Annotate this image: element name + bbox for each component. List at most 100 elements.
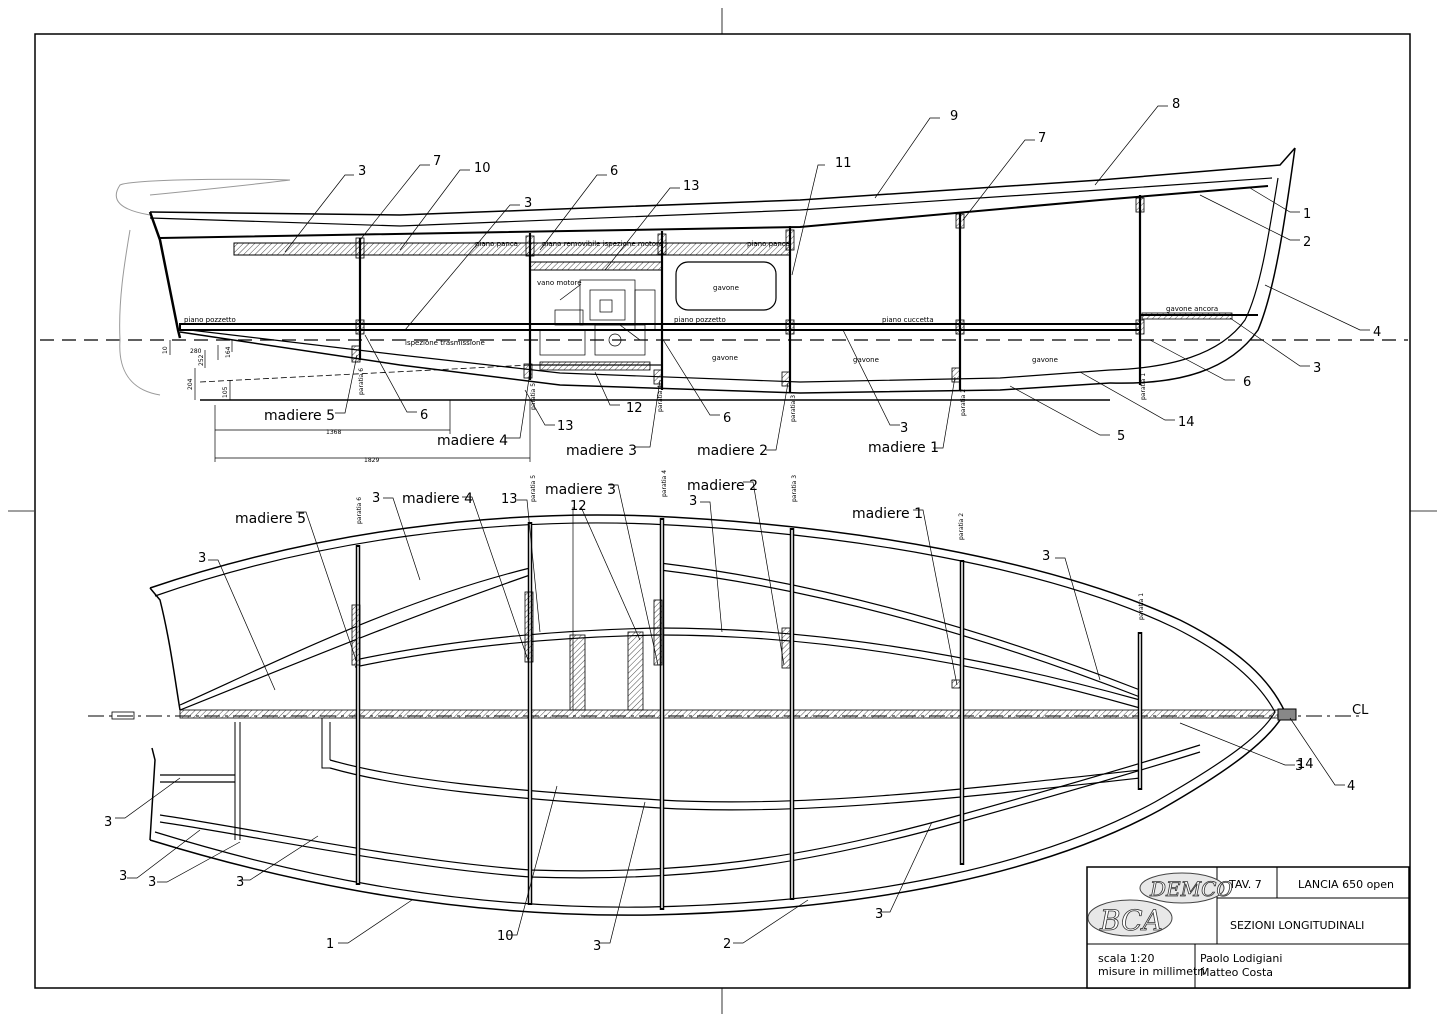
callout-p-3d: 3: [900, 421, 908, 436]
plan-stringers: [159, 562, 1201, 879]
dim-164: 164: [225, 346, 232, 358]
plan-paratia-6: paratia 6: [356, 497, 363, 524]
plan-bulkheads-inner: [357, 520, 1141, 908]
logo-bca: BCA: [1099, 904, 1163, 937]
callout-p-4: 4: [1373, 325, 1381, 340]
callout-q-3b: 3: [372, 491, 380, 506]
sheer-line: [149, 147, 1296, 216]
plan-paratia-4: paratia 4: [661, 470, 668, 497]
label-paratia-1: paratia 1: [1140, 373, 1147, 400]
plan-paratia-1: paratia 1: [1138, 593, 1145, 620]
label-piano-removibile: piano removibile ispezione motore: [542, 240, 663, 248]
callout-q-13: 13: [501, 492, 518, 507]
callout-q-3f: 3: [104, 815, 112, 830]
dim-105: 105: [222, 386, 229, 398]
label-paratia-5: paratia 5: [530, 383, 537, 410]
scale-text: scala 1:20: [1098, 952, 1155, 965]
label-piano-pozzetto-1: piano pozzetto: [184, 316, 236, 324]
prop-shaft: [199, 364, 531, 383]
plan-madiere-5: madiere 5: [235, 511, 306, 527]
callout-q-3d: 3: [1042, 549, 1050, 564]
dimension-lines: [169, 340, 531, 462]
callout-p-6c: 6: [723, 411, 731, 426]
dim-252: 252: [198, 354, 205, 366]
callout-p-11: 11: [835, 156, 852, 171]
bca-demco-logo: DEMCO BCA: [1087, 872, 1233, 937]
piano-pozzetto-deck: [179, 323, 1141, 331]
label-gavone-ancora: gavone ancora: [1166, 305, 1218, 313]
label-piano-cuccetta: piano cuccetta: [882, 316, 934, 324]
callout-q-4: 4: [1347, 779, 1355, 794]
label-gavone-1: gavone: [712, 354, 738, 362]
plan-madiere-3: madiere 3: [545, 482, 616, 498]
callout-p-7a: 7: [433, 154, 441, 169]
centerline-label: CL: [1352, 703, 1369, 718]
sheet-number: TAV. 7: [1228, 878, 1262, 891]
label-madiere-4: madiere 4: [437, 433, 508, 449]
label-madiere-3: madiere 3: [566, 443, 637, 459]
label-piano-panca-1: piano panca: [475, 240, 518, 248]
callout-q-3g: 3: [119, 869, 127, 884]
plan-transom: [149, 587, 181, 841]
dim-1829: 1829: [364, 457, 379, 464]
outboard-ghost: [115, 178, 291, 396]
plan-paratia-2: paratia 2: [958, 513, 965, 540]
keel-line-inner: [189, 329, 1111, 383]
label-gavone-2: gavone: [853, 356, 879, 364]
callout-q-3i: 3: [236, 875, 244, 890]
callout-p-13b: 13: [557, 419, 574, 434]
callout-p-3c: 3: [1313, 361, 1321, 376]
callout-q-3k: 3: [875, 907, 883, 922]
bow-stem: [1109, 147, 1296, 384]
clamp-strip: [159, 185, 1269, 239]
profile-view: piano panca piano removibile ispezione m…: [40, 97, 1408, 464]
label-gavone-3: gavone: [1032, 356, 1058, 364]
bulkhead-clamps: [351, 197, 1145, 387]
profile-leaders: [284, 105, 1370, 451]
callout-p-13a: 13: [683, 179, 700, 194]
keel-line: [179, 331, 1111, 394]
label-ispezione: ispezione trasmissione: [405, 339, 485, 347]
label-paratia-6: paratia 6: [358, 368, 365, 395]
plan-keel: [179, 709, 1281, 719]
label-madiere-1: madiere 1: [868, 440, 939, 456]
callout-p-9: 9: [950, 109, 958, 124]
engine-hatch: [529, 261, 663, 271]
callout-p-6d: 6: [420, 408, 428, 423]
bow-stem-inner: [1109, 177, 1279, 371]
gavone-ancora-shelf: [1141, 312, 1233, 320]
callout-q-2: 2: [723, 937, 731, 952]
callout-p-8: 8: [1172, 97, 1180, 112]
units-text: misure in millimetri: [1098, 965, 1205, 978]
label-madiere-5: madiere 5: [264, 408, 335, 424]
callout-q-3c: 3: [689, 494, 697, 509]
plan-stem-block: [1277, 708, 1297, 721]
plan-paratia-5: paratia 5: [530, 475, 537, 502]
callout-q-3h: 3: [148, 875, 156, 890]
plan-inner-frame: [234, 718, 331, 840]
plan-view: CL: [88, 470, 1369, 954]
plan-leaders: [115, 481, 1345, 944]
drawing-border: [34, 33, 1411, 989]
transom: [148, 211, 182, 339]
callout-p-1: 1: [1303, 207, 1311, 222]
label-gavone-top: gavone: [713, 284, 739, 292]
callout-q-3a: 3: [198, 551, 206, 566]
callout-p-6b: 6: [1243, 375, 1251, 390]
engine-room: [529, 254, 663, 366]
label-paratia-3: paratia 3: [790, 395, 797, 422]
drawing-subtitle: SEZIONI LONGITUDINALI: [1230, 919, 1364, 932]
plan-madiere-1: madiere 1: [852, 506, 923, 522]
dim-280: 280: [190, 348, 202, 355]
engine-bed: [539, 361, 651, 371]
plan-paratia-3: paratia 3: [791, 475, 798, 502]
logo-demco: DEMCO: [1149, 877, 1233, 901]
callout-p-10: 10: [474, 161, 491, 176]
label-piano-pozzetto-2: piano pozzetto: [674, 316, 726, 324]
callout-p-2: 2: [1303, 235, 1311, 250]
callout-q-12: 12: [570, 499, 587, 514]
callout-p-6a: 6: [610, 164, 618, 179]
callout-q-14: 14: [1297, 757, 1314, 772]
dim-1368: 1368: [326, 429, 341, 436]
